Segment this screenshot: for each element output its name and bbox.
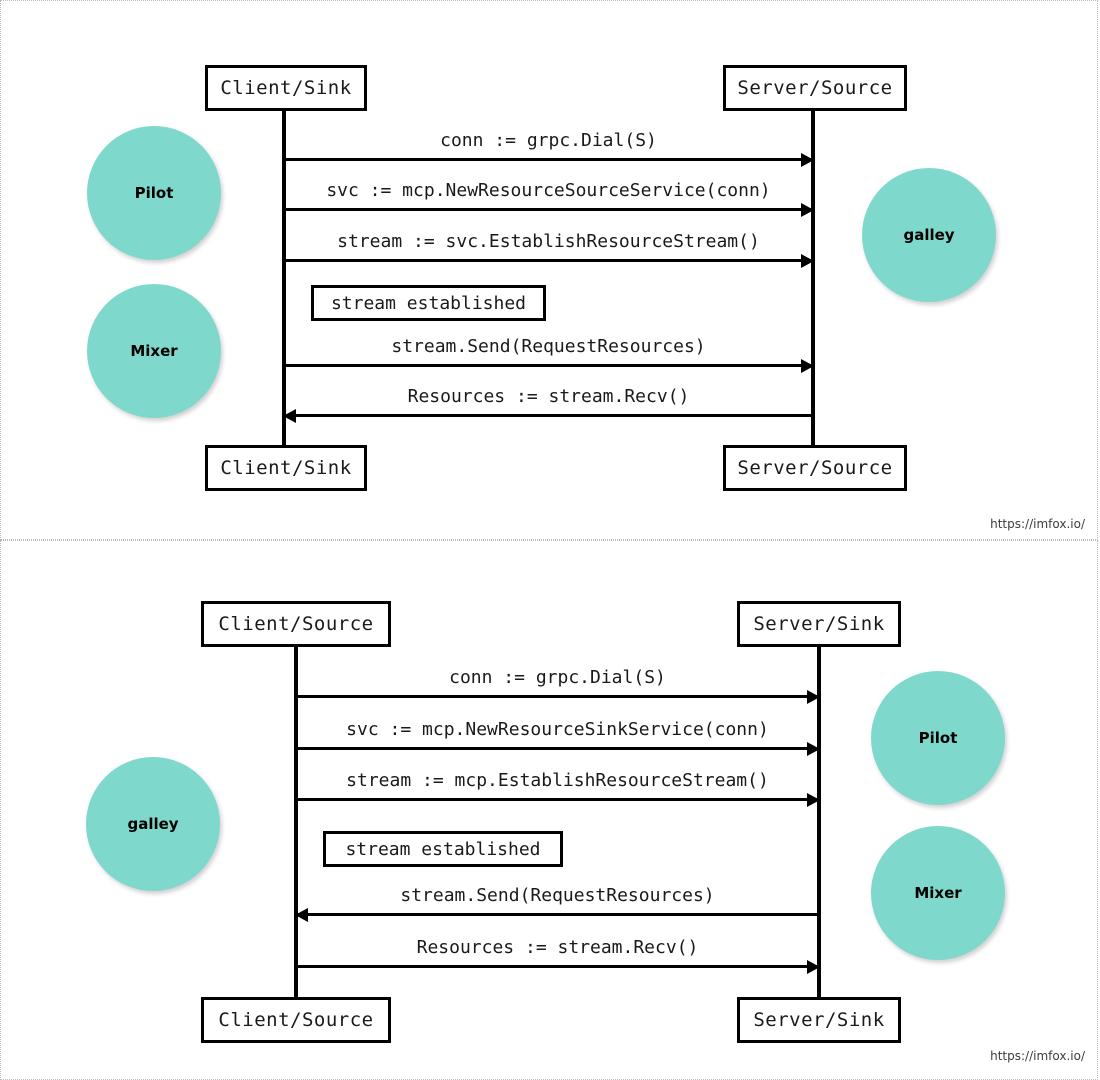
actor-server-bottom: Server/Sink: [737, 997, 901, 1043]
circle-label: Pilot: [134, 184, 174, 202]
message-line: [284, 414, 813, 417]
watermark-top: https://imfox.io/: [990, 517, 1085, 531]
actor-server-top: Server/Sink: [737, 601, 901, 647]
note-stream-established: stream established: [311, 285, 546, 321]
actor-server-bottom: Server/Source: [723, 445, 907, 491]
message-line: [296, 695, 819, 698]
note-stream-established: stream established: [323, 831, 563, 867]
circle-mixer: Mixer: [871, 826, 1005, 960]
actor-client-top: Client/Source: [201, 601, 391, 647]
message-label: stream := mcp.EstablishResourceStream(): [346, 770, 769, 791]
watermark-bottom: https://imfox.io/: [990, 1049, 1085, 1063]
arrowhead-right-icon: [807, 742, 820, 756]
circle-label: Pilot: [918, 729, 958, 747]
message-label: conn := grpc.Dial(S): [440, 130, 657, 151]
message-line: [284, 158, 813, 161]
actor-client-bottom: Client/Sink: [205, 445, 367, 491]
arrowhead-right-icon: [801, 254, 814, 268]
message-line: [284, 208, 813, 211]
message-label: Resources := stream.Recv(): [407, 386, 690, 407]
actor-label: Server/Source: [737, 77, 893, 99]
message-line: [284, 259, 813, 262]
arrowhead-left-icon: [283, 409, 296, 423]
circle-galley: galley: [862, 168, 996, 302]
message-label: svc := mcp.NewResourceSourceService(conn…: [326, 180, 771, 201]
arrowhead-right-icon: [801, 203, 814, 217]
lifeline-server: [817, 647, 821, 997]
circle-mixer: Mixer: [87, 284, 221, 418]
arrowhead-right-icon: [807, 690, 820, 704]
actor-client-top: Client/Sink: [205, 65, 367, 111]
note-label: stream established: [330, 292, 527, 314]
actor-label: Server/Sink: [753, 1009, 885, 1031]
message-label: svc := mcp.NewResourceSinkService(conn): [346, 719, 769, 740]
sequence-diagram-bottom: galley Pilot Mixer Client/Source Server/…: [1, 541, 1097, 1079]
circle-label: Mixer: [130, 342, 178, 360]
message-label: stream := svc.EstablishResourceStream(): [337, 231, 760, 252]
circle-galley: galley: [86, 757, 220, 891]
circle-pilot: Pilot: [87, 126, 221, 260]
arrowhead-right-icon: [801, 359, 814, 373]
lifeline-client: [282, 111, 286, 445]
arrowhead-right-icon: [801, 153, 814, 167]
circle-label: galley: [127, 815, 179, 833]
actor-label: Client/Sink: [220, 457, 352, 479]
message-label: Resources := stream.Recv(): [416, 937, 699, 958]
panel-bottom: galley Pilot Mixer Client/Source Server/…: [0, 540, 1098, 1080]
panel-top: Pilot Mixer galley Client/Sink Server/So…: [0, 0, 1098, 540]
actor-server-top: Server/Source: [723, 65, 907, 111]
actor-client-bottom: Client/Source: [201, 997, 391, 1043]
circle-label: Mixer: [914, 884, 962, 902]
message-label: stream.Send(RequestResources): [391, 336, 706, 357]
actor-label: Server/Source: [737, 457, 893, 479]
lifeline-client: [294, 647, 298, 997]
actor-label: Client/Source: [218, 613, 374, 635]
actor-label: Server/Sink: [753, 613, 885, 635]
message-label: stream.Send(RequestResources): [400, 885, 715, 906]
message-line: [284, 364, 813, 367]
arrowhead-left-icon: [295, 908, 308, 922]
note-label: stream established: [345, 838, 541, 860]
message-line: [296, 965, 819, 968]
sequence-diagram-top: Pilot Mixer galley Client/Sink Server/So…: [1, 1, 1097, 539]
lifeline-server: [811, 111, 815, 445]
actor-label: Client/Source: [218, 1009, 374, 1031]
arrowhead-right-icon: [807, 960, 820, 974]
message-label: conn := grpc.Dial(S): [449, 667, 666, 688]
circle-pilot: Pilot: [871, 671, 1005, 805]
arrowhead-right-icon: [807, 793, 820, 807]
message-line: [296, 747, 819, 750]
actor-label: Client/Sink: [220, 77, 352, 99]
message-line: [296, 913, 819, 916]
circle-label: galley: [903, 226, 955, 244]
message-line: [296, 798, 819, 801]
